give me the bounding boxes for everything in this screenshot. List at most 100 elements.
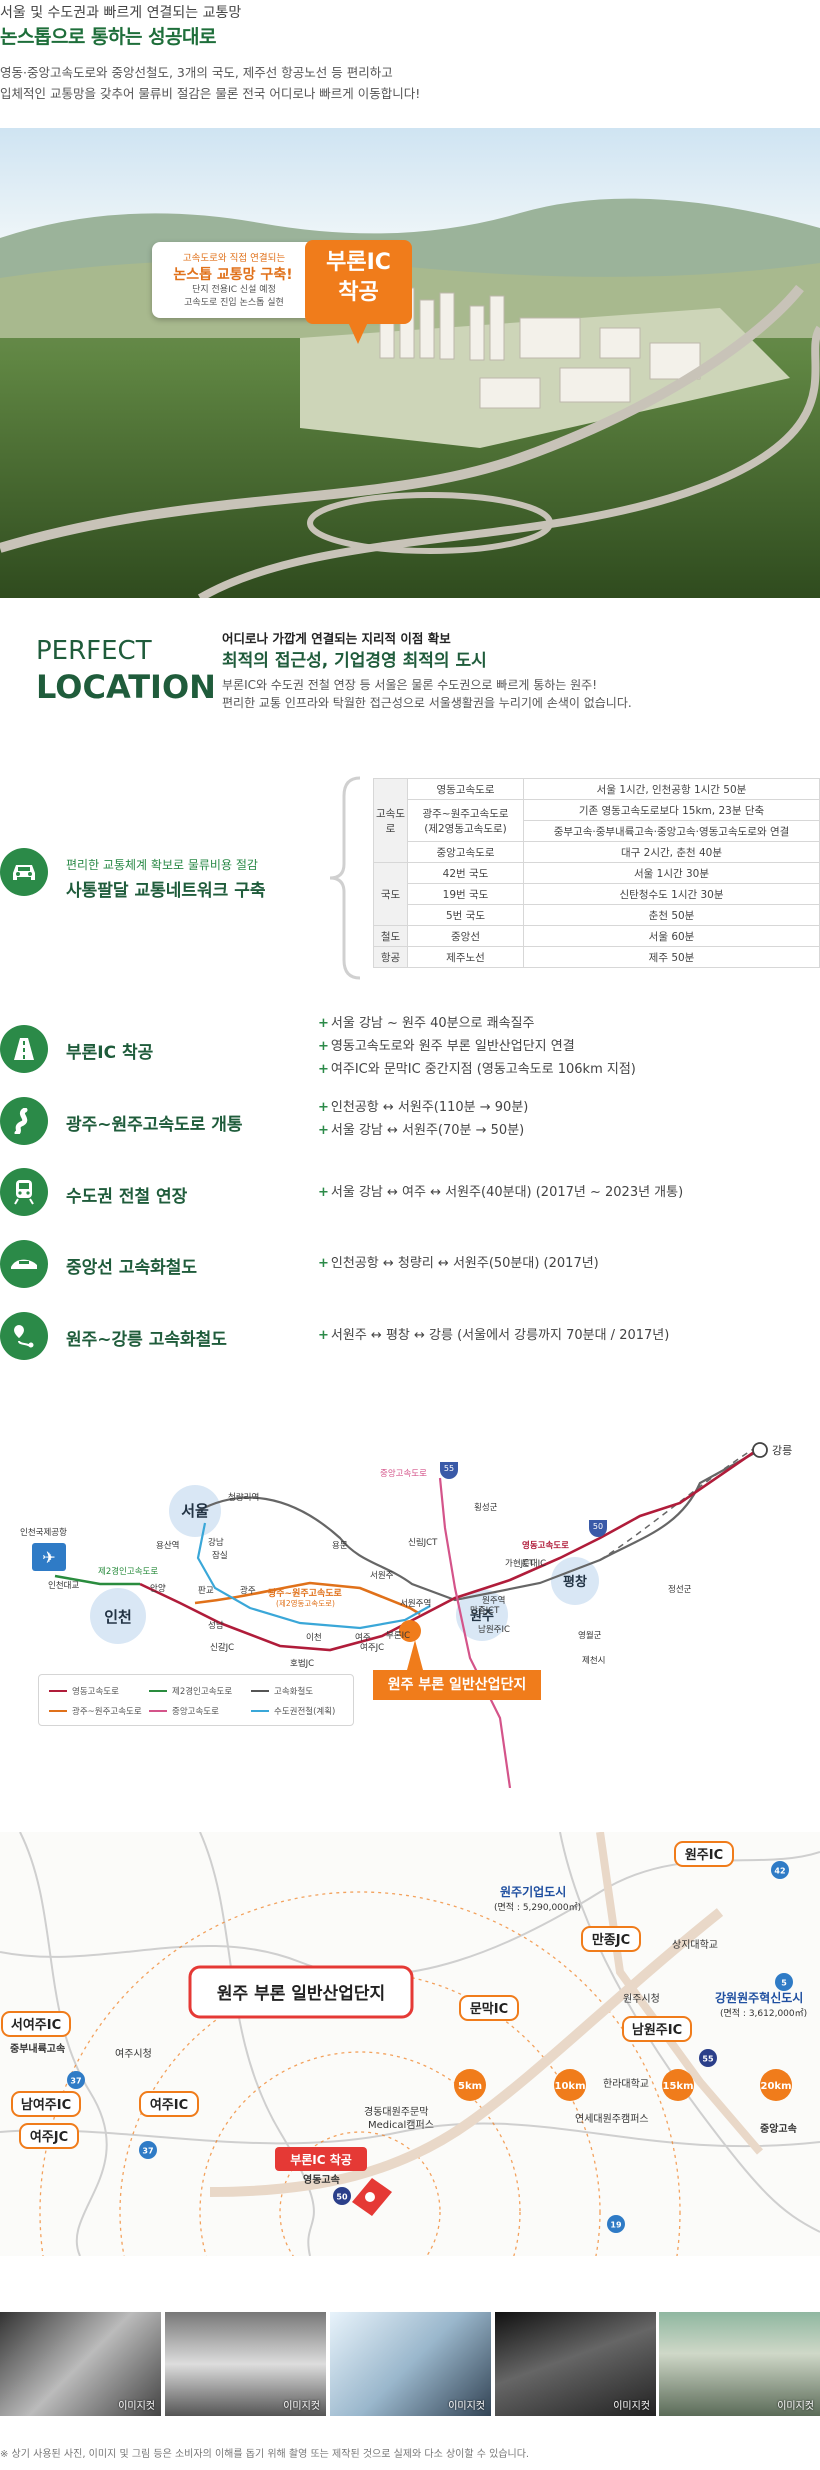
map-label: (면적 : 3,612,000㎡) [720,2007,807,2019]
map-label: 강릉 [772,1444,792,1457]
map-label: 중앙고속 [760,2123,797,2135]
distance-ring-label: 10km [555,2081,586,2092]
table-row: 19번 국도 신탄청수도 1시간 30분 [374,883,820,905]
map-label: 만종JCT [470,1606,500,1616]
header-desc-line: 입체적인 교통망을 갖추어 물류비 절감은 물론 전국 어디로나 빠르게 이동합… [0,86,421,101]
table-cell-category: 고속도로 [373,778,408,863]
buron-badge [275,2147,367,2171]
distance-ring-label: 15km [663,2081,694,2092]
location-heading: 최적의 접근성, 기업경영 최적의 도시 [222,651,487,671]
map-label: 청량리역 [228,1492,259,1503]
table-cell-route: 42번 국도 [407,862,524,884]
map-ic-label: 문막IC [470,2001,508,2017]
photo-car: 이미지컷 [495,2312,656,2416]
map-label: 서원주역 [400,1598,431,1609]
map-label: 이천 [306,1632,322,1643]
table-cell-detail: 제주 50분 [523,946,820,968]
photo-caption: 이미지컷 [118,2401,155,2412]
map-label: 상지대학교 [672,1939,718,1951]
location-desc-line: 부론IC와 수도권 전철 연장 등 서울은 물론 수도권으로 빠르게 통하는 원… [222,678,598,692]
route-shield [333,2187,351,2205]
map-label: 강원원주혁신도시 [715,1990,803,2005]
network-title: 사통팔달 교통네트워크 구축 [66,881,266,901]
table-row: 광주~원주고속도로(제2영동고속도로) 기존 영동고속도로보다 15km, 23… [374,799,820,842]
feature-title-gangneung-rail: 원주~강릉 고속화철도 [66,1330,227,1350]
map-label: 5 [781,1979,787,1988]
photo-train: 이미지컷 [659,2312,820,2416]
perfect-label: PERFECT [36,636,152,666]
map-legend: 영동고속도로 제2경인고속도로 고속화철도 광주~원주고속도로 중앙고속도로 수… [38,1674,354,1726]
header-desc-line: 영동·중앙고속도로와 중앙선철도, 3개의 국도, 제주선 항공노선 등 편리하… [0,65,393,80]
header-title: 논스톱으로 통하는 성공대로 [0,26,217,48]
map-label: 인천국제공항 [20,1527,67,1538]
map-ic-label: 여주JC [30,2129,68,2145]
route-name: 광주~원주고속도로 [422,807,509,820]
map-ic-label: 만종JC [592,1932,630,1948]
map-ic-label-box [581,1926,641,1952]
map-label: 42 [774,1867,785,1876]
map-ic-label-box [674,1841,734,1867]
table-cell-category: 항공 [373,946,408,968]
photo-caption: 이미지컷 [448,2401,485,2412]
map-ic-label: 남여주IC [21,2097,71,2113]
map-ic-label: 여주IC [150,2097,188,2113]
map-label: 55 [702,2055,714,2064]
buron-location-flag [352,2178,392,2216]
map-ic-label: 서여주IC [11,2017,61,2033]
location-description: 부론IC와 수도권 전철 연장 등 서울은 물론 수도권으로 빠르게 통하는 원… [222,676,782,712]
metro-line [196,1522,431,1630]
high-speed-train-icon [0,1240,48,1288]
map-label: 19 [610,2221,622,2230]
brace-bracket [329,776,361,980]
curved-road-icon [0,1097,48,1145]
map-label-pointer [407,1640,423,1670]
table-cell-detail: 신탄청수도 1시간 30분 [523,883,820,905]
legend-item: 제2경인고속도로 [149,1685,232,1697]
legend-item: 영동고속도로 [49,1685,119,1697]
route-shield [771,1861,789,1879]
map-label: 신갈JC [210,1643,234,1653]
gangneung-endpoint [752,1442,768,1458]
list-item: +서원주 ↔ 평창 ↔ 강릉 (서울에서 강릉까지 70분대 / 2017년) [318,1328,670,1343]
table-row: 국도 42번 국도 서울 1시간 30분 [373,862,820,926]
map-label: 여주시청 [115,2048,152,2060]
map-label: 인천대교 [48,1580,79,1591]
map-label: 서울 [181,1502,209,1520]
map-label: 가현JCT [505,1559,535,1569]
photo-highway-1: 이미지컷 [0,2312,161,2416]
photo-caption: 이미지컷 [283,2401,320,2412]
map-label: 안양 [150,1583,166,1594]
table-cell-route: 제주노선 [407,946,524,968]
rail-line [197,1449,761,1602]
svg-text:55: 55 [444,1464,454,1473]
map-ic-label-box [139,2091,199,2117]
feature-bullets-metro: +서울 강남 ↔ 여주 ↔ 서원주(40분대) (2017년 ~ 2023년 개… [318,1181,683,1204]
gwangju-wonju-highway-line [194,1581,421,1616]
table-cell-route: 영동고속도로 [407,778,524,800]
hero-callout-note: 고속도로 진입 논스톱 실현 [184,298,284,308]
legend-item: 중앙고속도로 [149,1705,219,1717]
header-subtitle: 서울 및 수도권과 빠르게 연결되는 교통망 [0,5,242,21]
table-row: 5번 국도 춘천 50분 [374,904,820,926]
route-pin-icon [0,1312,48,1360]
city-blob-wonju [456,1589,508,1641]
road-icon [0,1025,48,1073]
map-label: 중앙고속도로 [380,1468,427,1479]
map-ic-label-box [1,2011,71,2037]
map-center-label-box [188,1965,414,2019]
header-description: 영동·중앙고속도로와 중앙선철도, 3개의 국도, 제주선 항공노선 등 편리하… [0,62,820,104]
map-label: 부론IC 착공 [290,2152,352,2167]
map-label: 50 [336,2193,348,2202]
map-label: (제2영동고속도로) [276,1598,335,1608]
table-row: 중앙고속도로 대구 2시간, 춘천 40분 [374,841,820,863]
feature-bullets-jungang-rail: +인천공항 ↔ 청량리 ↔ 서원주(50분대) (2017년) [318,1252,599,1275]
table-cell-route: 중앙고속도로 [407,841,524,863]
distance-ring-label: 20km [761,2081,792,2092]
route-alias: (제2영동고속도로) [424,822,507,835]
hero-callout-big-line: 착공 [338,280,379,305]
table-cell-route: 광주~원주고속도로 (제2영동고속도로) [407,799,524,842]
subway-train-icon [0,1168,48,1216]
map-label: 광주 [240,1585,256,1596]
